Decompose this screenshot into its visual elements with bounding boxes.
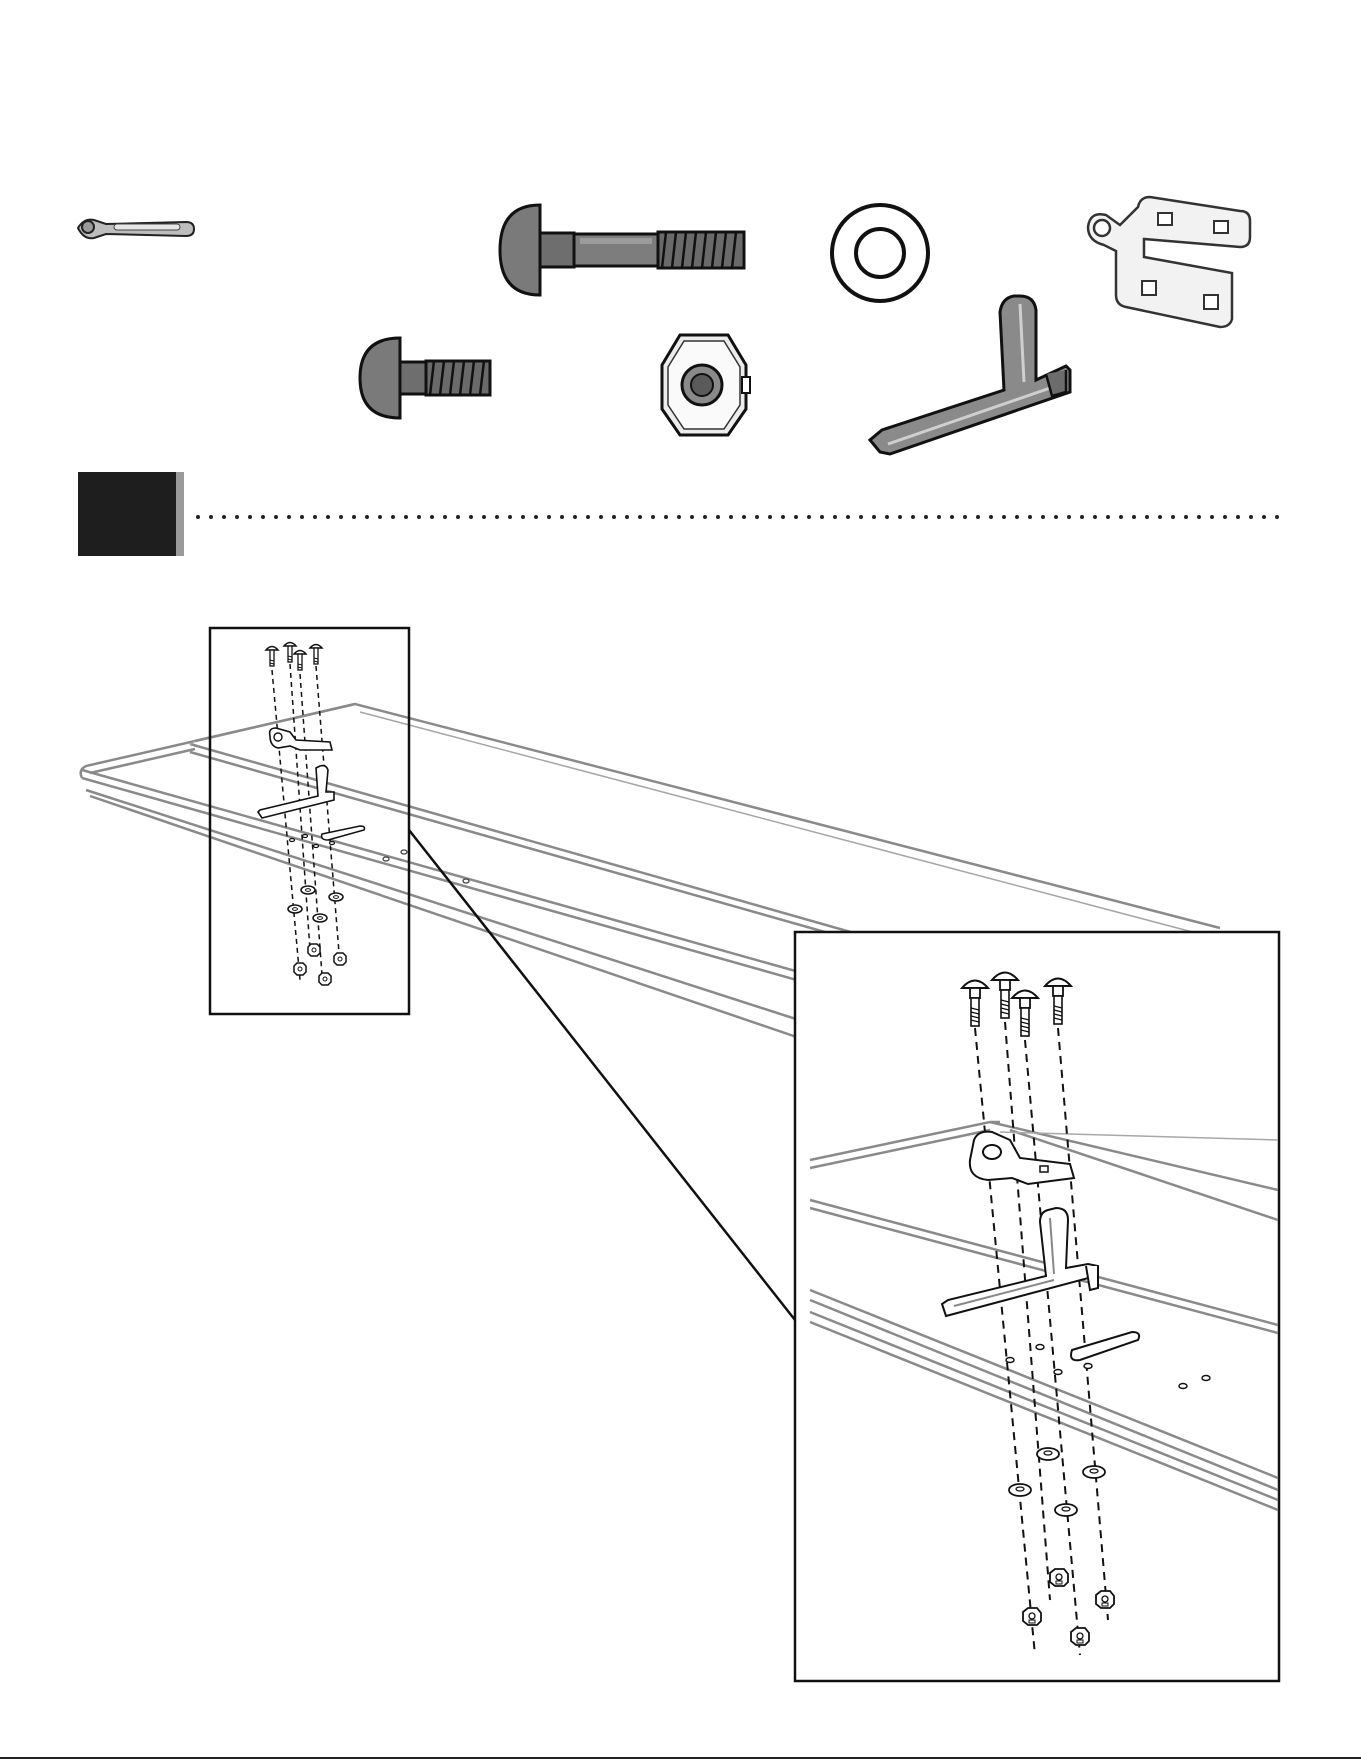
washer-icon xyxy=(1009,1484,1031,1496)
bolt-icon xyxy=(294,651,306,671)
nut-icon xyxy=(1023,1608,1041,1625)
washer-icon xyxy=(1037,1448,1059,1460)
nut-icon xyxy=(334,953,346,965)
ratchet-wrench-icon xyxy=(78,220,194,239)
bolt-icon xyxy=(310,645,322,665)
panel-slot xyxy=(322,826,365,840)
nut-icon xyxy=(319,973,331,985)
nut-icon xyxy=(1071,1628,1089,1645)
washer-icon xyxy=(1055,1504,1077,1516)
page-bottom-rule xyxy=(0,1757,1361,1759)
bolt-icon xyxy=(284,643,296,663)
washer-icon xyxy=(301,886,315,894)
detail-leader-line xyxy=(409,830,795,1320)
overview-callout-box xyxy=(210,628,409,1014)
washer-icon xyxy=(1083,1466,1105,1478)
nut-icon xyxy=(1050,1569,1068,1586)
washer-icon xyxy=(329,893,343,901)
nut-icon xyxy=(1096,1591,1114,1608)
bolt-icon xyxy=(266,647,278,667)
hex-nut-icon xyxy=(662,335,750,435)
hinge-bracket-icon xyxy=(1088,197,1250,327)
hinge-bracket-icon xyxy=(270,728,332,750)
overview-assembly xyxy=(258,643,365,986)
l-bracket-icon xyxy=(870,296,1070,454)
nut-icon xyxy=(294,963,306,975)
step-badge xyxy=(78,472,184,556)
short-carriage-bolt-icon xyxy=(360,338,490,418)
flat-washer-icon xyxy=(832,205,928,301)
nut-icon xyxy=(308,944,320,956)
long-carriage-bolt-icon xyxy=(500,205,744,295)
washer-icon xyxy=(288,905,302,913)
washer-icon xyxy=(313,914,327,922)
